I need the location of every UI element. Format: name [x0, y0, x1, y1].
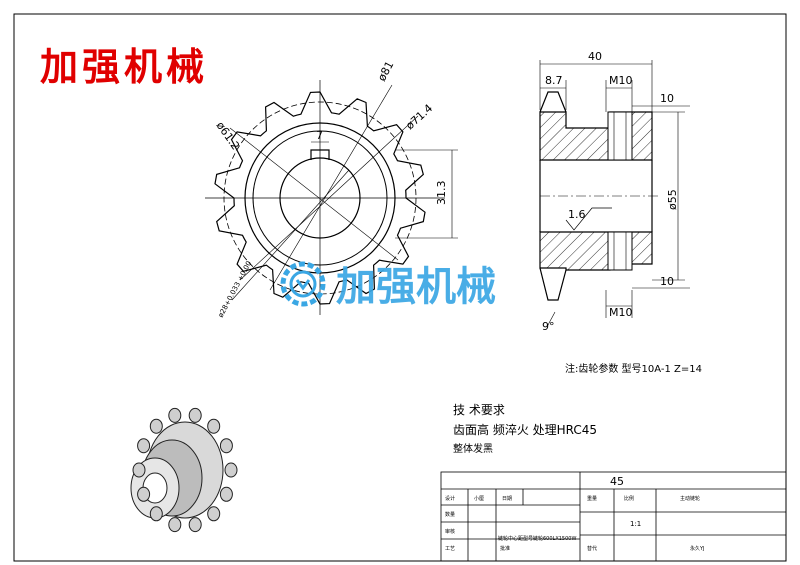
- brand-title: 加强机械: [40, 45, 208, 89]
- leader-d28: [231, 169, 350, 301]
- tb-weight: 重量: [587, 495, 597, 502]
- sprocket-3d-tooth: [219, 438, 233, 454]
- dim-hub-diameter: ø55: [666, 189, 679, 210]
- tb-design: 设计: [445, 495, 455, 502]
- tech-heading: 技 术要求: [453, 403, 505, 417]
- leader-d61: [229, 127, 399, 261]
- title-block: [440, 471, 787, 562]
- sprocket-3d-tooth: [188, 517, 202, 533]
- section-lower: [539, 231, 653, 271]
- gear-note: 注:齿轮参数 型号10A-1 Z=14: [565, 362, 702, 375]
- dim-roughness: 1.6: [568, 208, 586, 221]
- sprocket-teeth: [214, 91, 426, 305]
- sprocket-3d-tooth: [219, 486, 233, 502]
- drawing-border: [13, 13, 787, 562]
- dim-tooth-width: 8.7: [545, 74, 563, 87]
- leader-d71: [239, 115, 419, 281]
- sprocket-3d-tooth: [168, 517, 182, 533]
- tb-code: 替代: [587, 545, 597, 552]
- dim-bore: ø28+0.033 +0.00: [217, 260, 254, 319]
- tb-ratio-value: 1:1: [630, 520, 641, 528]
- keyway: [310, 149, 330, 160]
- section-upper: [539, 111, 653, 161]
- dim-d81: ø81: [375, 59, 396, 83]
- tb-part-name: 主动链轮: [680, 495, 700, 502]
- sprocket-3d-tooth: [188, 407, 202, 423]
- sprocket-3d-tooth: [207, 418, 221, 434]
- tb-code-value: 永久YJ: [690, 545, 705, 552]
- tb-process: 工艺: [445, 546, 455, 552]
- watermark-text: 加强机械: [336, 264, 496, 310]
- dim-offset-bottom: 10: [660, 275, 674, 288]
- dim-angle: 9°: [542, 320, 555, 333]
- leader-d81: [269, 84, 393, 291]
- dim-thread-bottom: M10: [609, 306, 633, 319]
- sprocket-3d-illustration: [130, 407, 238, 533]
- dim-overall-length: 40: [588, 50, 602, 63]
- root-circle: [223, 101, 417, 295]
- sprocket-3d-tooth: [207, 506, 221, 522]
- sprocket-3d-tooth: [168, 407, 182, 423]
- sprocket-3d-teeth: [132, 407, 238, 533]
- hub-circle-inner: [252, 130, 388, 266]
- gear-logo-icon: [280, 261, 326, 307]
- front-view: [205, 80, 458, 315]
- tb-quantity: 数量: [445, 511, 455, 518]
- tb-review: 审核: [445, 528, 455, 535]
- sprocket-3d-tooth: [149, 418, 163, 434]
- dim-offset-top: 10: [660, 92, 674, 105]
- dim-d71: ø71.4: [403, 102, 435, 133]
- dim-keyway-depth: 31.3: [435, 181, 448, 206]
- watermark: 加强机械: [280, 261, 496, 310]
- dim-d61: ø61.2: [214, 119, 243, 152]
- tech-line2: 整体发黑: [453, 442, 493, 455]
- dim-keyway-width: 7: [316, 129, 323, 142]
- sprocket-3d-tooth: [224, 462, 238, 478]
- sprocket-3d-tooth: [137, 438, 151, 454]
- sprocket-3d-tooth: [132, 462, 146, 478]
- tb-material: 链轮中心距型号链轮600LX1500W: [498, 535, 576, 542]
- tb-small-label: 小厘: [474, 495, 484, 502]
- tb-scale-value: 45: [610, 475, 624, 488]
- dim-thread-top: M10: [609, 74, 633, 87]
- sprocket-3d-tooth: [149, 506, 163, 522]
- tb-approve: 批准: [500, 545, 510, 552]
- tech-line1: 齿面高 频淬火 处理HRC45: [453, 422, 597, 437]
- section-view: [539, 60, 690, 326]
- tb-ratio: 比例: [624, 495, 634, 502]
- bore-circle: [279, 157, 361, 239]
- sprocket-3d-tooth: [137, 486, 151, 502]
- tb-date: 日期: [502, 496, 512, 502]
